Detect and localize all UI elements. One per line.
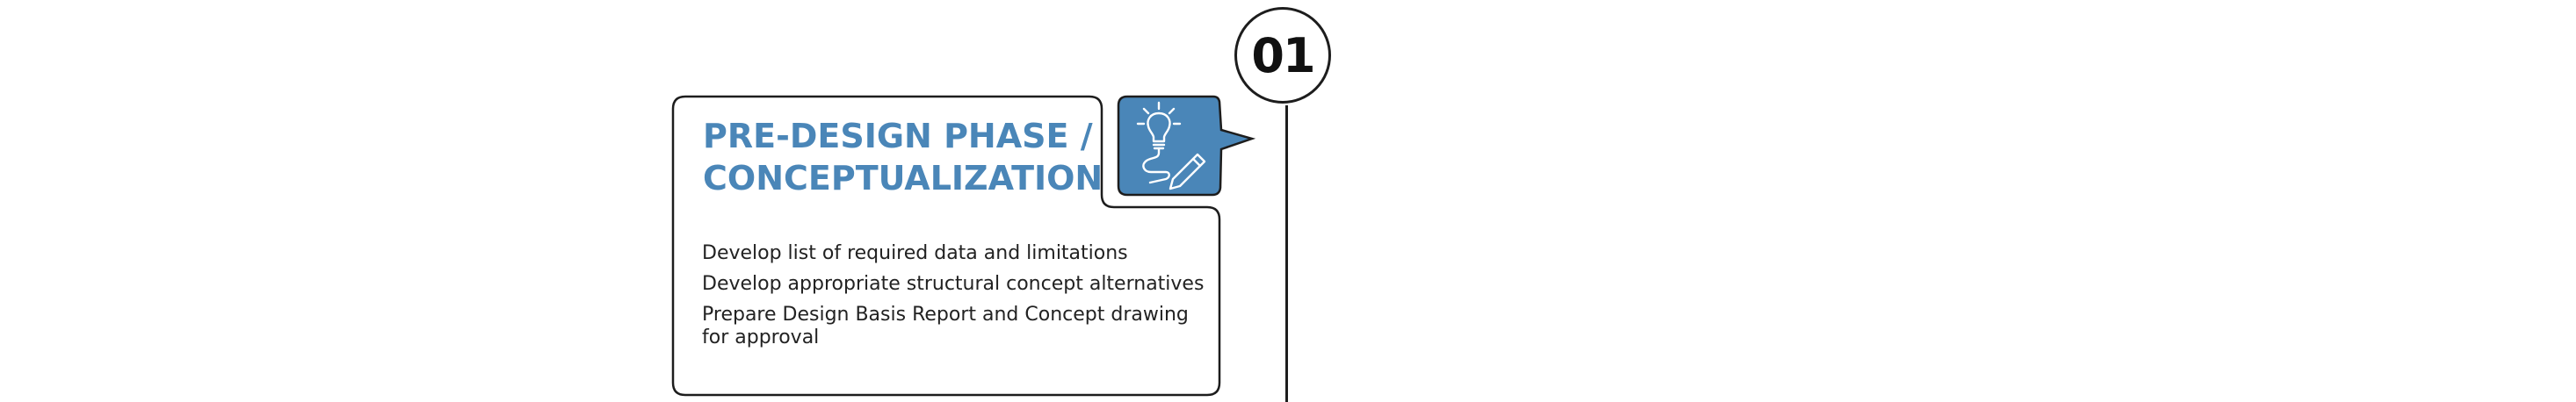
step-number: 01	[1251, 27, 1315, 83]
task-item: Develop list of required data and limita…	[702, 242, 1128, 264]
timeline-line	[1285, 105, 1288, 402]
task-list: Develop list of required data and limita…	[702, 242, 1212, 357]
lightbulb-pencil-icon	[1117, 95, 1256, 197]
phase-title: PRE-DESIGN PHASE / CONCEPTUALIZATION	[703, 117, 1103, 197]
task-item: Prepare Design Basis Report and Concept …	[702, 304, 1189, 348]
step-number-badge: 01	[1234, 7, 1331, 104]
task-item: Develop appropriate structural concept a…	[702, 273, 1205, 295]
